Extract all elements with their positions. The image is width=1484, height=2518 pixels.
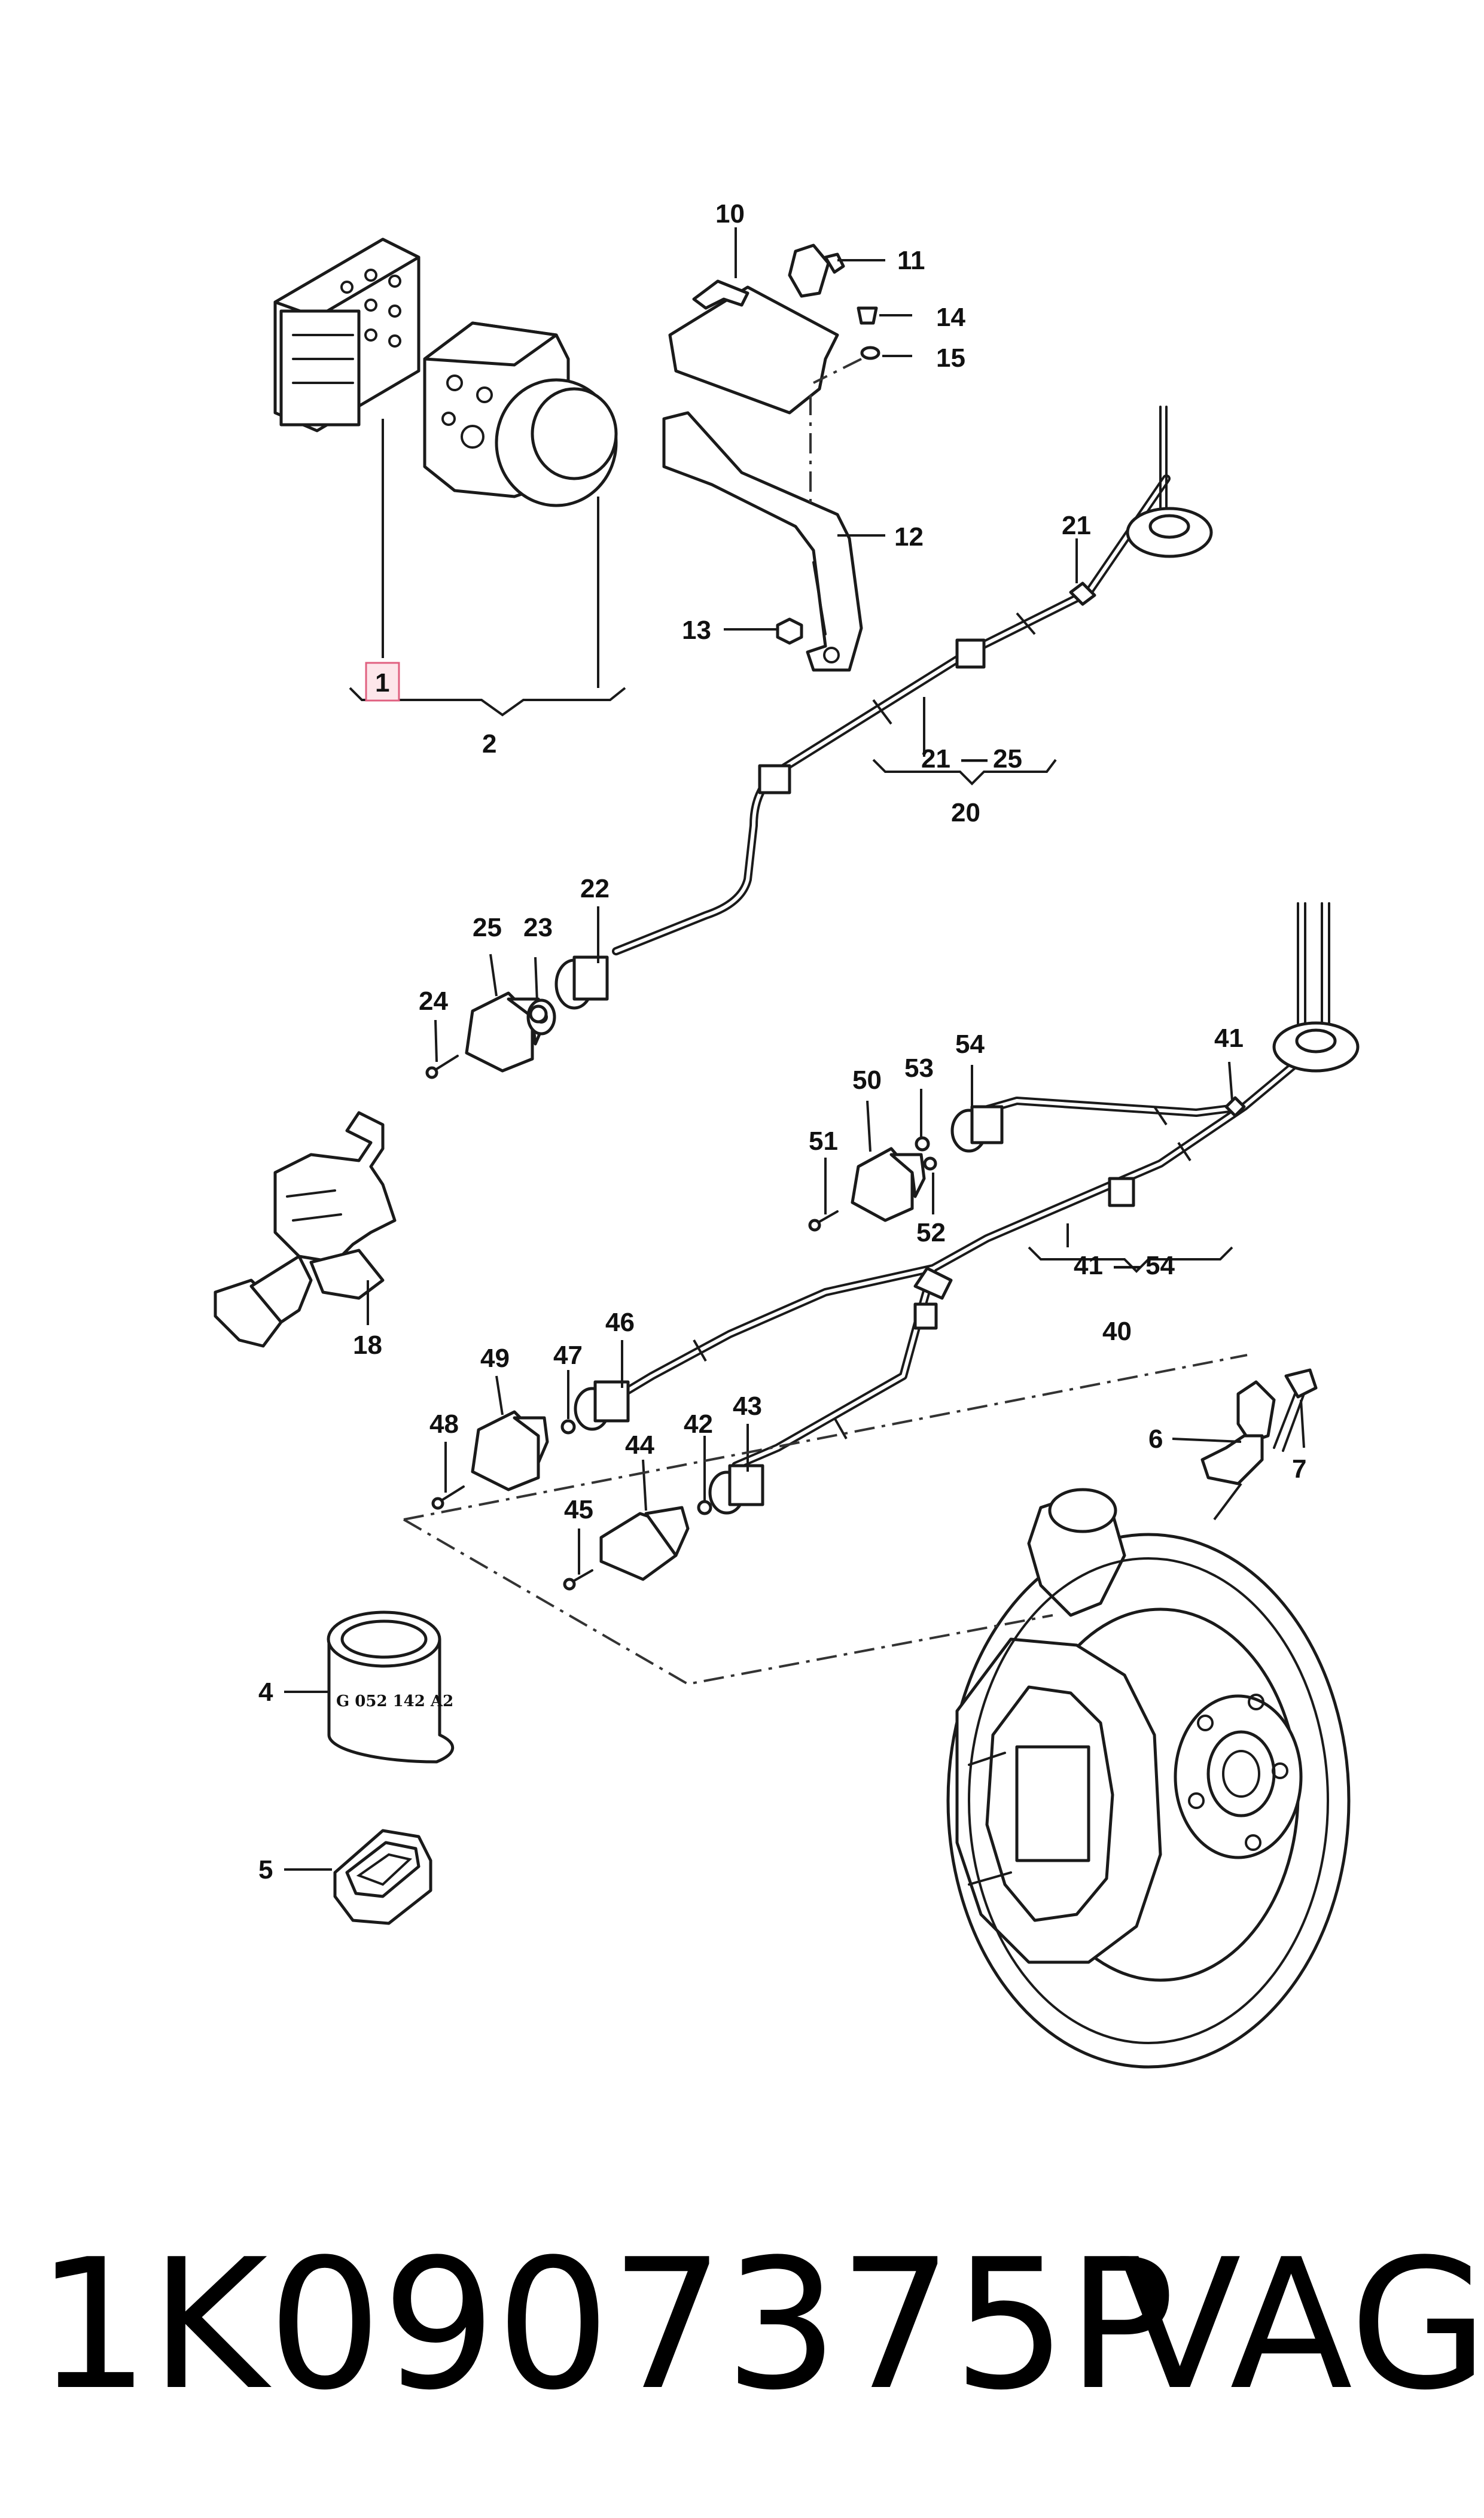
callout-45[interactable]: 45 xyxy=(564,1495,593,1524)
wheel-bearing-4-part: G 052 142 A2 xyxy=(327,1610,455,1764)
callout-range-25[interactable]: 25 xyxy=(993,744,1022,774)
callout-21[interactable]: 21 xyxy=(1062,511,1091,540)
abs-control-unit-part xyxy=(273,238,420,433)
brand-name: VAG xyxy=(1119,2221,1484,2429)
callout-range-sep-40: — xyxy=(1114,1251,1140,1280)
wheel-speed-sensor-25-part xyxy=(425,991,556,1079)
speed-sensor-6-part xyxy=(1200,1368,1318,1485)
callout-18[interactable]: 18 xyxy=(353,1330,382,1360)
wheel-speed-sensor-49-part xyxy=(431,1410,576,1510)
wheel-speed-sensor-44-part xyxy=(563,1500,712,1591)
callout-6[interactable]: 6 xyxy=(1148,1424,1163,1454)
callout-46[interactable]: 46 xyxy=(605,1308,635,1337)
callout-7[interactable]: 7 xyxy=(1292,1454,1306,1484)
callout-42[interactable]: 42 xyxy=(684,1409,713,1439)
callout-20[interactable]: 20 xyxy=(951,798,980,827)
callout-range-sep-20: — xyxy=(961,744,988,774)
callout-range-41[interactable]: 41 xyxy=(1074,1251,1103,1280)
callout-43[interactable]: 43 xyxy=(733,1392,762,1421)
callout-5[interactable]: 5 xyxy=(258,1855,273,1884)
callout-14[interactable]: 14 xyxy=(936,303,965,332)
callout-51[interactable]: 51 xyxy=(809,1126,838,1156)
callout-12[interactable]: 12 xyxy=(894,522,924,552)
part-number: 1K0907375P xyxy=(36,2221,1175,2429)
callout-15[interactable]: 15 xyxy=(936,343,965,373)
brake-assembly-part xyxy=(946,1488,1351,2069)
callout-54[interactable]: 54 xyxy=(955,1030,985,1059)
wheel-speed-sensor-50-part xyxy=(808,1136,937,1232)
callout-1[interactable]: 1 xyxy=(375,668,389,698)
callout-1-highlight xyxy=(365,662,400,702)
callout-2[interactable]: 2 xyxy=(482,729,496,759)
callout-41[interactable]: 41 xyxy=(1214,1024,1244,1053)
callout-4[interactable]: 4 xyxy=(258,1677,273,1707)
callout-24[interactable]: 24 xyxy=(419,987,448,1016)
callout-47[interactable]: 47 xyxy=(553,1341,583,1370)
callout-22[interactable]: 22 xyxy=(580,874,610,903)
wiring-harness-20-part xyxy=(554,406,1213,1010)
wiring-harness-40-part xyxy=(574,902,1360,1515)
callout-range-54[interactable]: 54 xyxy=(1145,1251,1175,1280)
callout-40[interactable]: 40 xyxy=(1102,1317,1132,1346)
callout-44[interactable]: 44 xyxy=(625,1430,654,1460)
callout-11[interactable]: 11 xyxy=(897,246,925,275)
bearing-stamp: G 052 142 A2 xyxy=(336,1692,453,1710)
callout-50[interactable]: 50 xyxy=(852,1065,882,1095)
callout-49[interactable]: 49 xyxy=(480,1344,510,1373)
control-unit-bracket-part xyxy=(662,243,880,672)
callout-10[interactable]: 10 xyxy=(715,199,745,229)
callout-53[interactable]: 53 xyxy=(904,1054,934,1083)
callout-range-21[interactable]: 21 xyxy=(921,744,950,774)
grommet-5-part xyxy=(333,1829,432,1925)
callout-23[interactable]: 23 xyxy=(523,913,553,942)
abs-hydraulic-unit-part xyxy=(423,321,618,507)
callout-52[interactable]: 52 xyxy=(916,1218,946,1247)
callout-13[interactable]: 13 xyxy=(682,616,711,645)
callout-48[interactable]: 48 xyxy=(429,1409,459,1439)
cable-holder-18-part xyxy=(214,1111,397,1348)
callout-25[interactable]: 25 xyxy=(473,913,502,942)
